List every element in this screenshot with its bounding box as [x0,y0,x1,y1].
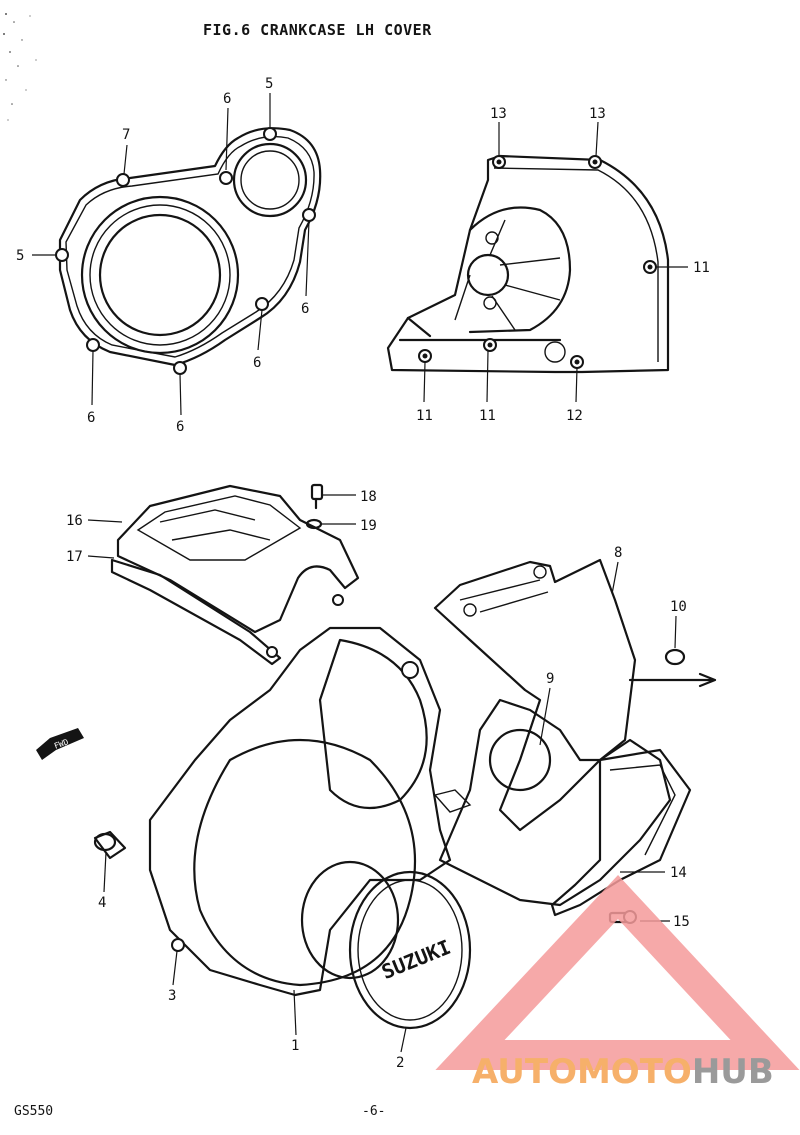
callout-labels: 6 5 7 5 6 6 6 6 13 13 11 11 11 12 18 19 … [16,76,710,1071]
callout-11: 11 [479,408,496,424]
callout-6: 6 [176,419,184,435]
sprocket-cover [386,154,670,374]
callout-6: 6 [253,355,261,371]
callout-5: 5 [265,76,273,92]
callout-16: 16 [66,513,83,529]
suzuki-brand-text: SUZUKI [378,935,454,984]
generator-cover [93,626,452,997]
crankcase-body [433,698,672,907]
scan-noise [3,13,37,121]
callout-11: 11 [693,260,710,276]
callout-11: 11 [416,408,433,424]
callout-2: 2 [396,1055,404,1071]
callout-9: 9 [546,671,554,687]
callout-6: 6 [223,91,231,107]
callout-13: 13 [490,106,507,122]
callout-19: 19 [360,518,377,534]
figure-title: FIG.6 CRANKCASE LH COVER [203,21,432,39]
callout-13: 13 [589,106,606,122]
gear-cover [433,558,717,832]
logo-part-automoto: AUTOMOTO [472,1052,692,1092]
callout-12: 12 [566,408,583,424]
callout-3: 3 [168,988,176,1004]
model-code: GS550 [14,1104,53,1119]
callout-7: 7 [122,127,130,143]
callout-8: 8 [614,545,622,561]
fwd-arrow: FWD [36,728,84,760]
page-number: -6- [362,1104,385,1119]
callout-6: 6 [301,301,309,317]
callout-14: 14 [670,865,687,881]
callout-1: 1 [291,1038,299,1054]
callout-5: 5 [16,248,24,264]
watermark-logo: AUTOMOTOHUB [435,875,800,1092]
logo-part-hub: HUB [692,1052,774,1092]
logo-wordmark: AUTOMOTOHUB [472,1052,774,1092]
callout-17: 17 [66,549,83,565]
callout-18: 18 [360,489,377,505]
callout-10: 10 [670,599,687,615]
logo-triangle-icon [435,875,800,1070]
callout-6: 6 [87,410,95,426]
callout-15: 15 [673,914,690,930]
crankcase-cover-gasket [55,127,322,375]
callout-4: 4 [98,895,106,911]
starter-cover-and-gasket [110,483,360,666]
